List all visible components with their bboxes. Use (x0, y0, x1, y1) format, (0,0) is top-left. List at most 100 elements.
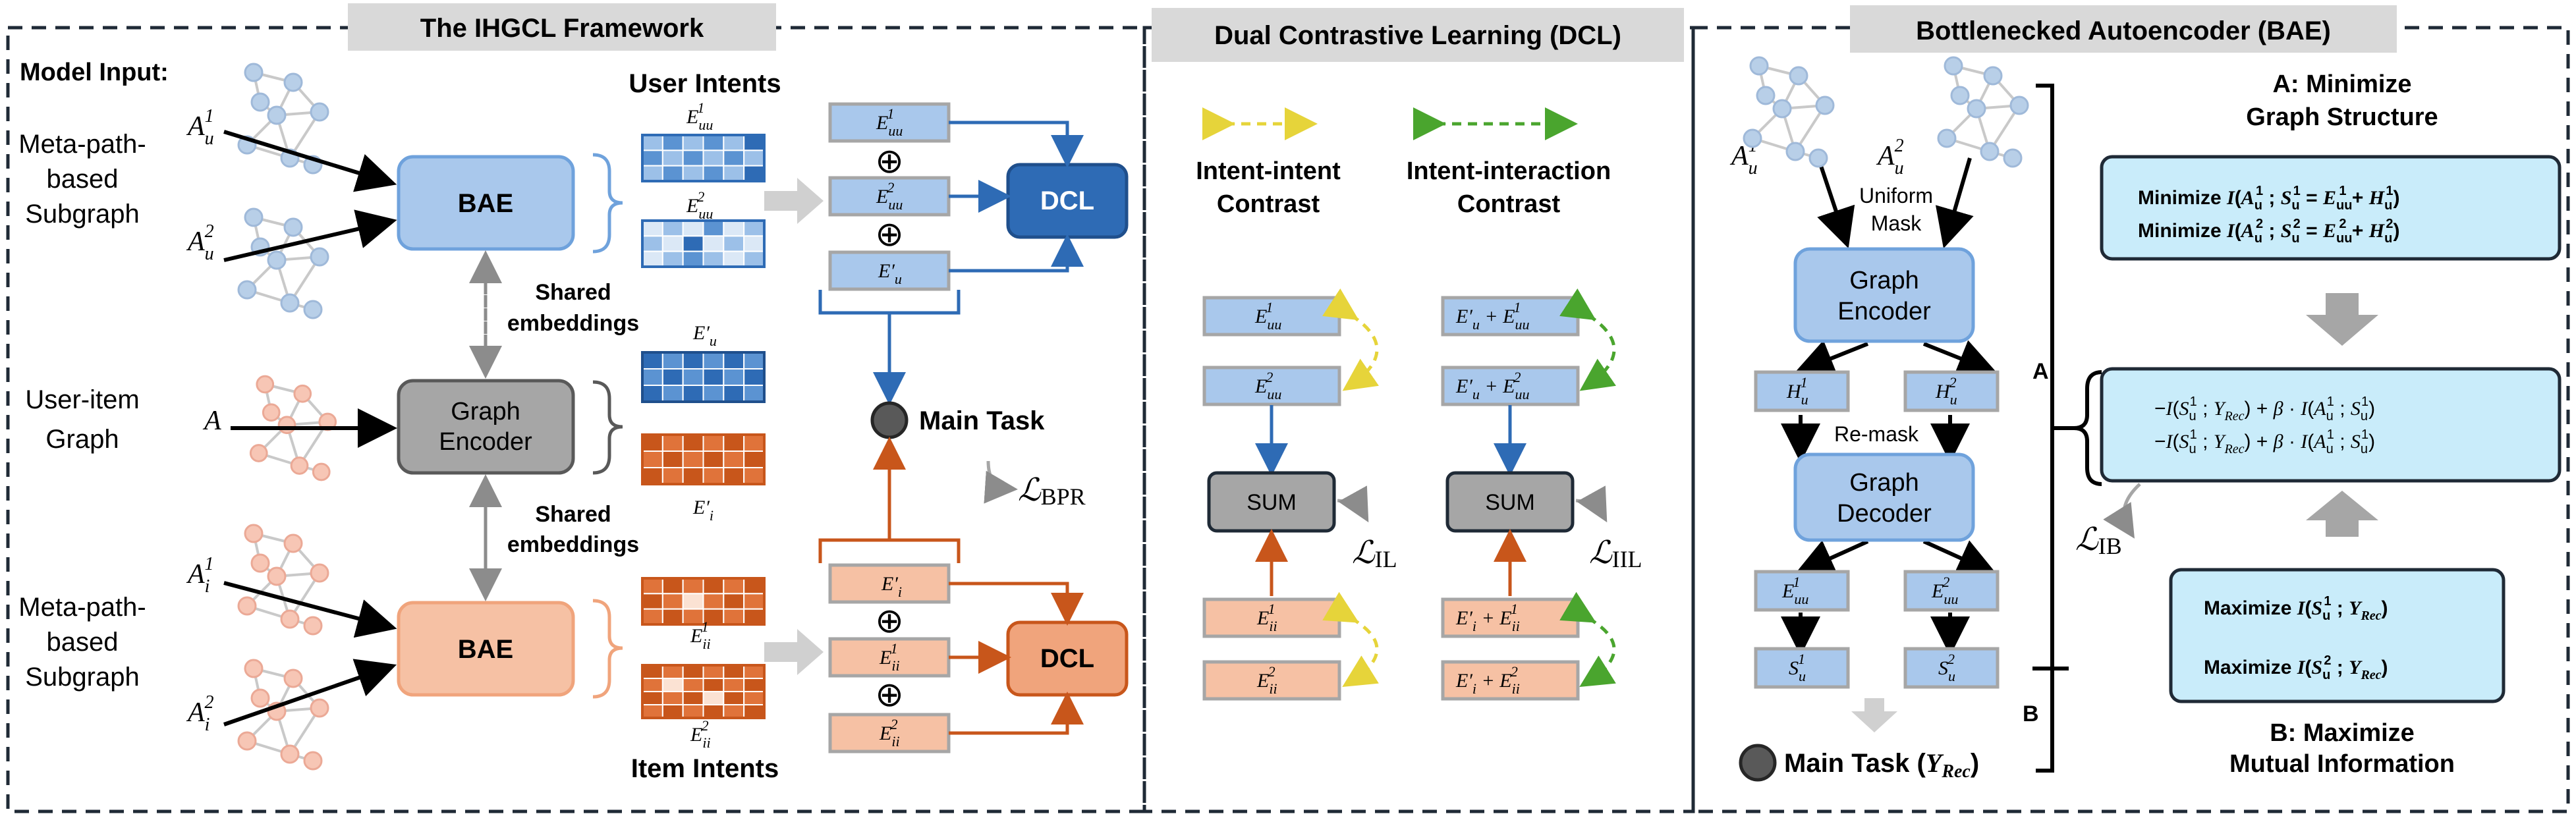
dcl-il-column: Euu1 Euu2 SUM Eii1 Eii2 ℒIL (1202, 288, 1397, 701)
main-task-node: Main Task (870, 401, 1045, 439)
svg-text:Graph: Graph (451, 398, 520, 425)
bae-graph-decoder: Graph Decoder (1793, 452, 1975, 542)
svg-text:Main Task: Main Task (919, 406, 1045, 435)
svg-text:SUM: SUM (1485, 490, 1535, 515)
label-au1: Au1 (186, 106, 214, 149)
item-subgraph-label: Meta-path- based Subgraph (18, 593, 146, 692)
svg-text:Au2: Au2 (1876, 136, 1904, 178)
panel-title-framework: The IHGCL Framework (348, 3, 776, 51)
dcl-title: Dual Contrastive Learning (DCL) (1214, 21, 1621, 50)
svg-text:Subgraph: Subgraph (25, 663, 139, 692)
svg-text:User-item: User-item (25, 385, 139, 414)
input-arrows (223, 130, 397, 726)
label-euu1: Euu1 (686, 99, 713, 133)
panel-title-dcl: Dual Contrastive Learning (DCL) (1152, 8, 1684, 62)
svg-text:−I(Su1 ; YRec) + β · I(Au1 ;: −I(Su1 ; YRec) + β · I(Au1 ; Su1) (2154, 427, 2375, 456)
label-ei-prime: E′i (692, 497, 714, 524)
label-eu-prime: E′u (692, 322, 717, 349)
bae-gray-down-arrow (1851, 698, 1897, 732)
bae-item-box: BAE (397, 601, 575, 697)
svg-text:⊕: ⊕ (875, 602, 904, 640)
panel-title-bae: Bottlenecked Autoencoder (BAE) (1850, 5, 2397, 53)
re-mask-label: Re-mask (1834, 422, 1919, 446)
grid-ei-prime (641, 433, 766, 485)
svg-text:ℒIB: ℒIB (2075, 522, 2122, 559)
svg-text:B: Maximize: B: Maximize (2270, 719, 2415, 747)
graph-ai1-icon (237, 524, 329, 636)
bae-box-maximize: Maximize I(Su1 ; YRec) Maximize I(Su2 ; … (2169, 568, 2506, 703)
label-ai1: Ai1 (186, 554, 213, 597)
svg-text:Graph: Graph (45, 425, 119, 454)
svg-text:Graph: Graph (1849, 267, 1919, 294)
svg-text:based: based (47, 628, 119, 657)
grid-labels: Euu1 Euu2 E′u E′i Eii1 Eii2 (686, 99, 717, 751)
svg-text:Contrast: Contrast (1217, 190, 1320, 218)
graph-math-labels: Au1 Au2 A Ai1 Ai2 (186, 106, 221, 735)
svg-text:ℒBPR: ℒBPR (1018, 473, 1086, 510)
svg-text:Shared: Shared (535, 280, 611, 305)
svg-text:Minimize I(Au1 ; Su1 = Euu1 +: Minimize I(Au1 ; Su1 = Euu1 + Hu1) (2138, 184, 2399, 213)
bae-graph-icons (1743, 56, 2029, 168)
gray-arrow-up-ab (2306, 491, 2378, 537)
model-input-label: Model Input: (20, 59, 169, 86)
bae-graph-au2-icon (1937, 56, 2029, 168)
svg-text:Subgraph: Subgraph (25, 200, 139, 229)
bae-bracket (2032, 84, 2074, 773)
label-a: A (202, 406, 221, 436)
bpr-loss: ℒBPR (984, 460, 1086, 510)
bracket-b-label: B (2023, 701, 2039, 726)
svg-text:Minimize I(Au2 ; Su2 = Euu2 +: Minimize I(Au2 ; Su2 = Euu2 + Hu2) (2138, 217, 2399, 246)
svg-text:Intent-interaction: Intent-interaction (1407, 157, 1611, 185)
dcl-legend: Intent-intent Contrast Intent-interactio… (1196, 107, 1611, 218)
bae-box-minimize: Minimize I(Au1 ; Su1 = Euu1 + Hu1) Minim… (2100, 155, 2562, 261)
svg-text:DCL: DCL (1040, 644, 1094, 673)
shared-embeddings-label-bottom: Shared embeddings (507, 502, 639, 557)
item-embedding-stack: E′i ⊕ Eii1 ⊕ Eii2 (828, 563, 951, 753)
svg-text:A: Minimize: A: Minimize (2272, 70, 2411, 98)
svg-text:Mutual Information: Mutual Information (2229, 750, 2455, 778)
dcl-user-box: DCL (1006, 163, 1129, 239)
svg-text:BAE: BAE (458, 635, 513, 664)
svg-text:Meta-path-: Meta-path- (18, 593, 146, 622)
bae-main-task: Main Task (YRec) (1739, 744, 1979, 782)
svg-text:⊕: ⊕ (875, 215, 904, 254)
bae-user-box: BAE (397, 155, 575, 251)
svg-text:Intent-intent: Intent-intent (1196, 157, 1341, 185)
svg-text:embeddings: embeddings (507, 532, 639, 557)
bae-graph-encoder: Graph Encoder (1793, 247, 1975, 343)
label-euu2: Euu2 (686, 188, 713, 222)
bae-heading-b: B: Maximize Mutual Information (2229, 719, 2455, 778)
grid-eii1 (641, 577, 766, 626)
grid-euu1 (641, 134, 766, 182)
label-au2: Au2 (186, 221, 214, 264)
bae-flow-arrows (1781, 157, 1998, 656)
svg-text:SUM: SUM (1246, 490, 1297, 515)
graph-au1-icon (237, 63, 329, 175)
user-dcl-arrows (818, 121, 1084, 405)
grid-eii2 (641, 664, 766, 719)
svg-text:Decoder: Decoder (1837, 500, 1932, 528)
gray-big-arrows (764, 178, 824, 675)
ib-loss: ℒIB (2075, 483, 2141, 559)
bae-heading-a: A: Minimize Graph Structure (2246, 70, 2438, 131)
label-ai2: Ai2 (186, 692, 213, 735)
graph-ai2-icon (237, 659, 329, 771)
svg-text:based: based (47, 165, 119, 194)
graph-icons (237, 63, 337, 771)
svg-text:BAE: BAE (458, 189, 513, 218)
svg-text:Uniform: Uniform (1859, 184, 1933, 207)
svg-text:embeddings: embeddings (507, 311, 639, 336)
svg-text:Encoder: Encoder (1837, 298, 1931, 325)
svg-text:Maximize I(Su2 ; YRec): Maximize I(Su2 ; YRec) (2204, 653, 2388, 682)
bae-hidden-nodes: Hu1 Hu2 (1754, 370, 2000, 412)
svg-text:⊕: ⊕ (875, 142, 904, 180)
bae-graph-au1-icon (1743, 56, 1835, 168)
svg-text:Shared: Shared (535, 502, 611, 527)
svg-text:Main Task (YRec): Main Task (YRec) (1784, 748, 1979, 782)
dcl-item-box: DCL (1006, 620, 1129, 697)
svg-text:DCL: DCL (1040, 186, 1094, 215)
grid-euu2 (641, 219, 766, 268)
svg-text:Meta-path-: Meta-path- (18, 130, 146, 159)
